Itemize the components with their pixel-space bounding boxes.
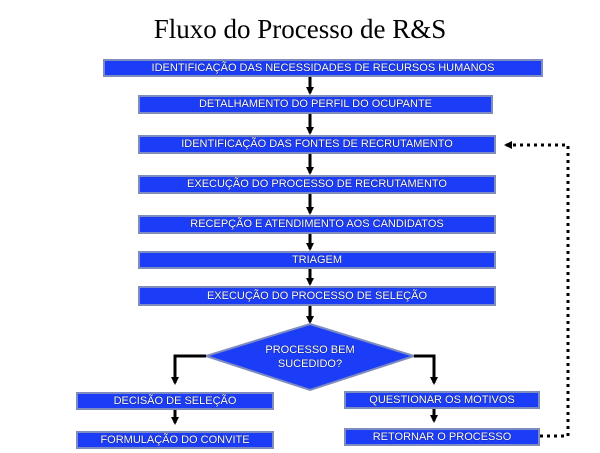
step-selection-decision: DECISÃO DE SELEÇÃO	[76, 392, 274, 410]
step-recruitment-sources: IDENTIFICAÇÃO DAS FONTES DE RECRUTAMENTO	[138, 135, 496, 154]
step-question-reasons: QUESTIONAR OS MOTIVOS	[344, 391, 540, 409]
step-invitation: FORMULAÇÃO DO CONVITE	[76, 431, 274, 449]
arrow-decision-left	[171, 354, 206, 385]
diagram-title: Fluxo do Processo de R&S	[153, 14, 447, 44]
step-selection-execution: EXECUÇÃO DO PROCESSO DE SELEÇÃO	[138, 286, 496, 306]
step-screening: TRIAGEM	[138, 251, 496, 269]
arrow-decision-right	[414, 354, 438, 385]
step-profile-detail: DETALHAMENTO DO PERFIL DO OCUPANTE	[138, 95, 493, 114]
decision-diamond	[202, 322, 418, 392]
feedback-loop-arrow	[504, 141, 570, 438]
step-identify-needs: IDENTIFICAÇÃO DAS NECESSIDADES DE RECURS…	[103, 59, 543, 77]
step-candidate-reception: RECEPÇÃO E ATENDIMENTO AOS CANDIDATOS	[138, 215, 496, 234]
decision-label: PROCESSO BEM SUCEDIDO?	[240, 343, 380, 371]
decision-label-line2: SUCEDIDO?	[277, 358, 343, 370]
step-recruitment-execution: EXECUÇÃO DO PROCESSO DE RECRUTAMENTO	[138, 175, 496, 194]
decision-label-line1: PROCESSO BEM	[265, 344, 355, 356]
step-return-process: RETORNAR O PROCESSO	[344, 428, 540, 446]
